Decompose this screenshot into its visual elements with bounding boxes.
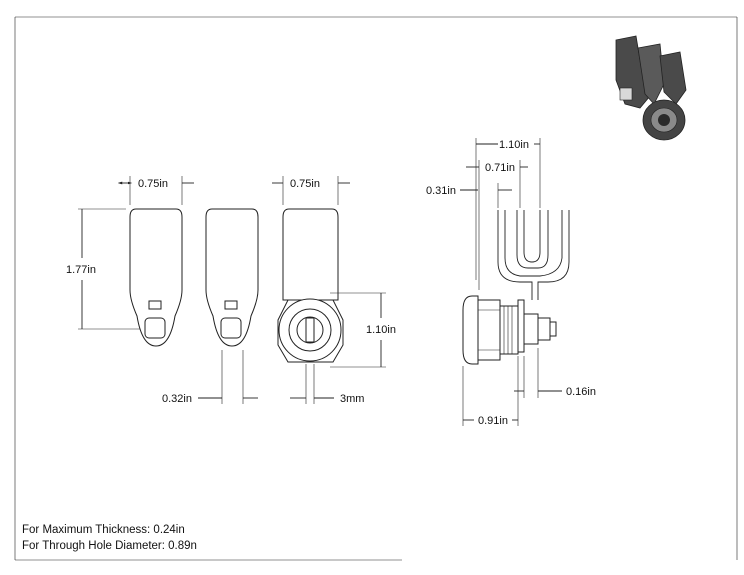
dim-label-side-overall-width: 1.10in xyxy=(499,139,529,151)
dim-side-overall-width xyxy=(475,138,541,280)
dim-label-body-height: 1.10in xyxy=(366,324,396,336)
note-through-hole: For Through Hole Diameter: 0.89n xyxy=(22,540,197,552)
dim-label-side-offset-2: 0.31in xyxy=(426,185,456,197)
dim-cam-thickness xyxy=(198,350,258,404)
lock-side-view xyxy=(462,210,570,365)
dim-label-cam-length: 1.77in xyxy=(66,264,96,276)
sheet-border xyxy=(14,16,738,561)
cam-front-view xyxy=(129,208,183,347)
dim-label-side-nut-length: 0.16in xyxy=(566,386,596,398)
dim-label-slot-width: 3mm xyxy=(340,393,364,405)
dim-top-left-width xyxy=(117,176,194,205)
dim-side-nut-length xyxy=(514,348,562,398)
dim-label-cam-thickness: 0.32in xyxy=(162,393,192,405)
dim-label-side-body-length: 0.91in xyxy=(478,415,508,427)
dim-body-height xyxy=(330,292,386,368)
dim-side-offset-2 xyxy=(460,183,512,208)
cam-side-view xyxy=(205,208,259,347)
lock-front-view xyxy=(277,208,344,363)
dim-side-offset-1 xyxy=(466,160,528,290)
dim-cam-length xyxy=(78,208,140,330)
isometric-render xyxy=(615,35,687,141)
note-max-thickness: For Maximum Thickness: 0.24in xyxy=(22,524,185,536)
dim-label-top-left-width: 0.75in xyxy=(138,178,168,190)
dim-slot-width xyxy=(290,364,334,404)
dim-label-side-offset-1: 0.71in xyxy=(485,162,515,174)
dim-label-top-mid-width: 0.75in xyxy=(290,178,320,190)
dim-top-mid-width xyxy=(272,176,350,205)
